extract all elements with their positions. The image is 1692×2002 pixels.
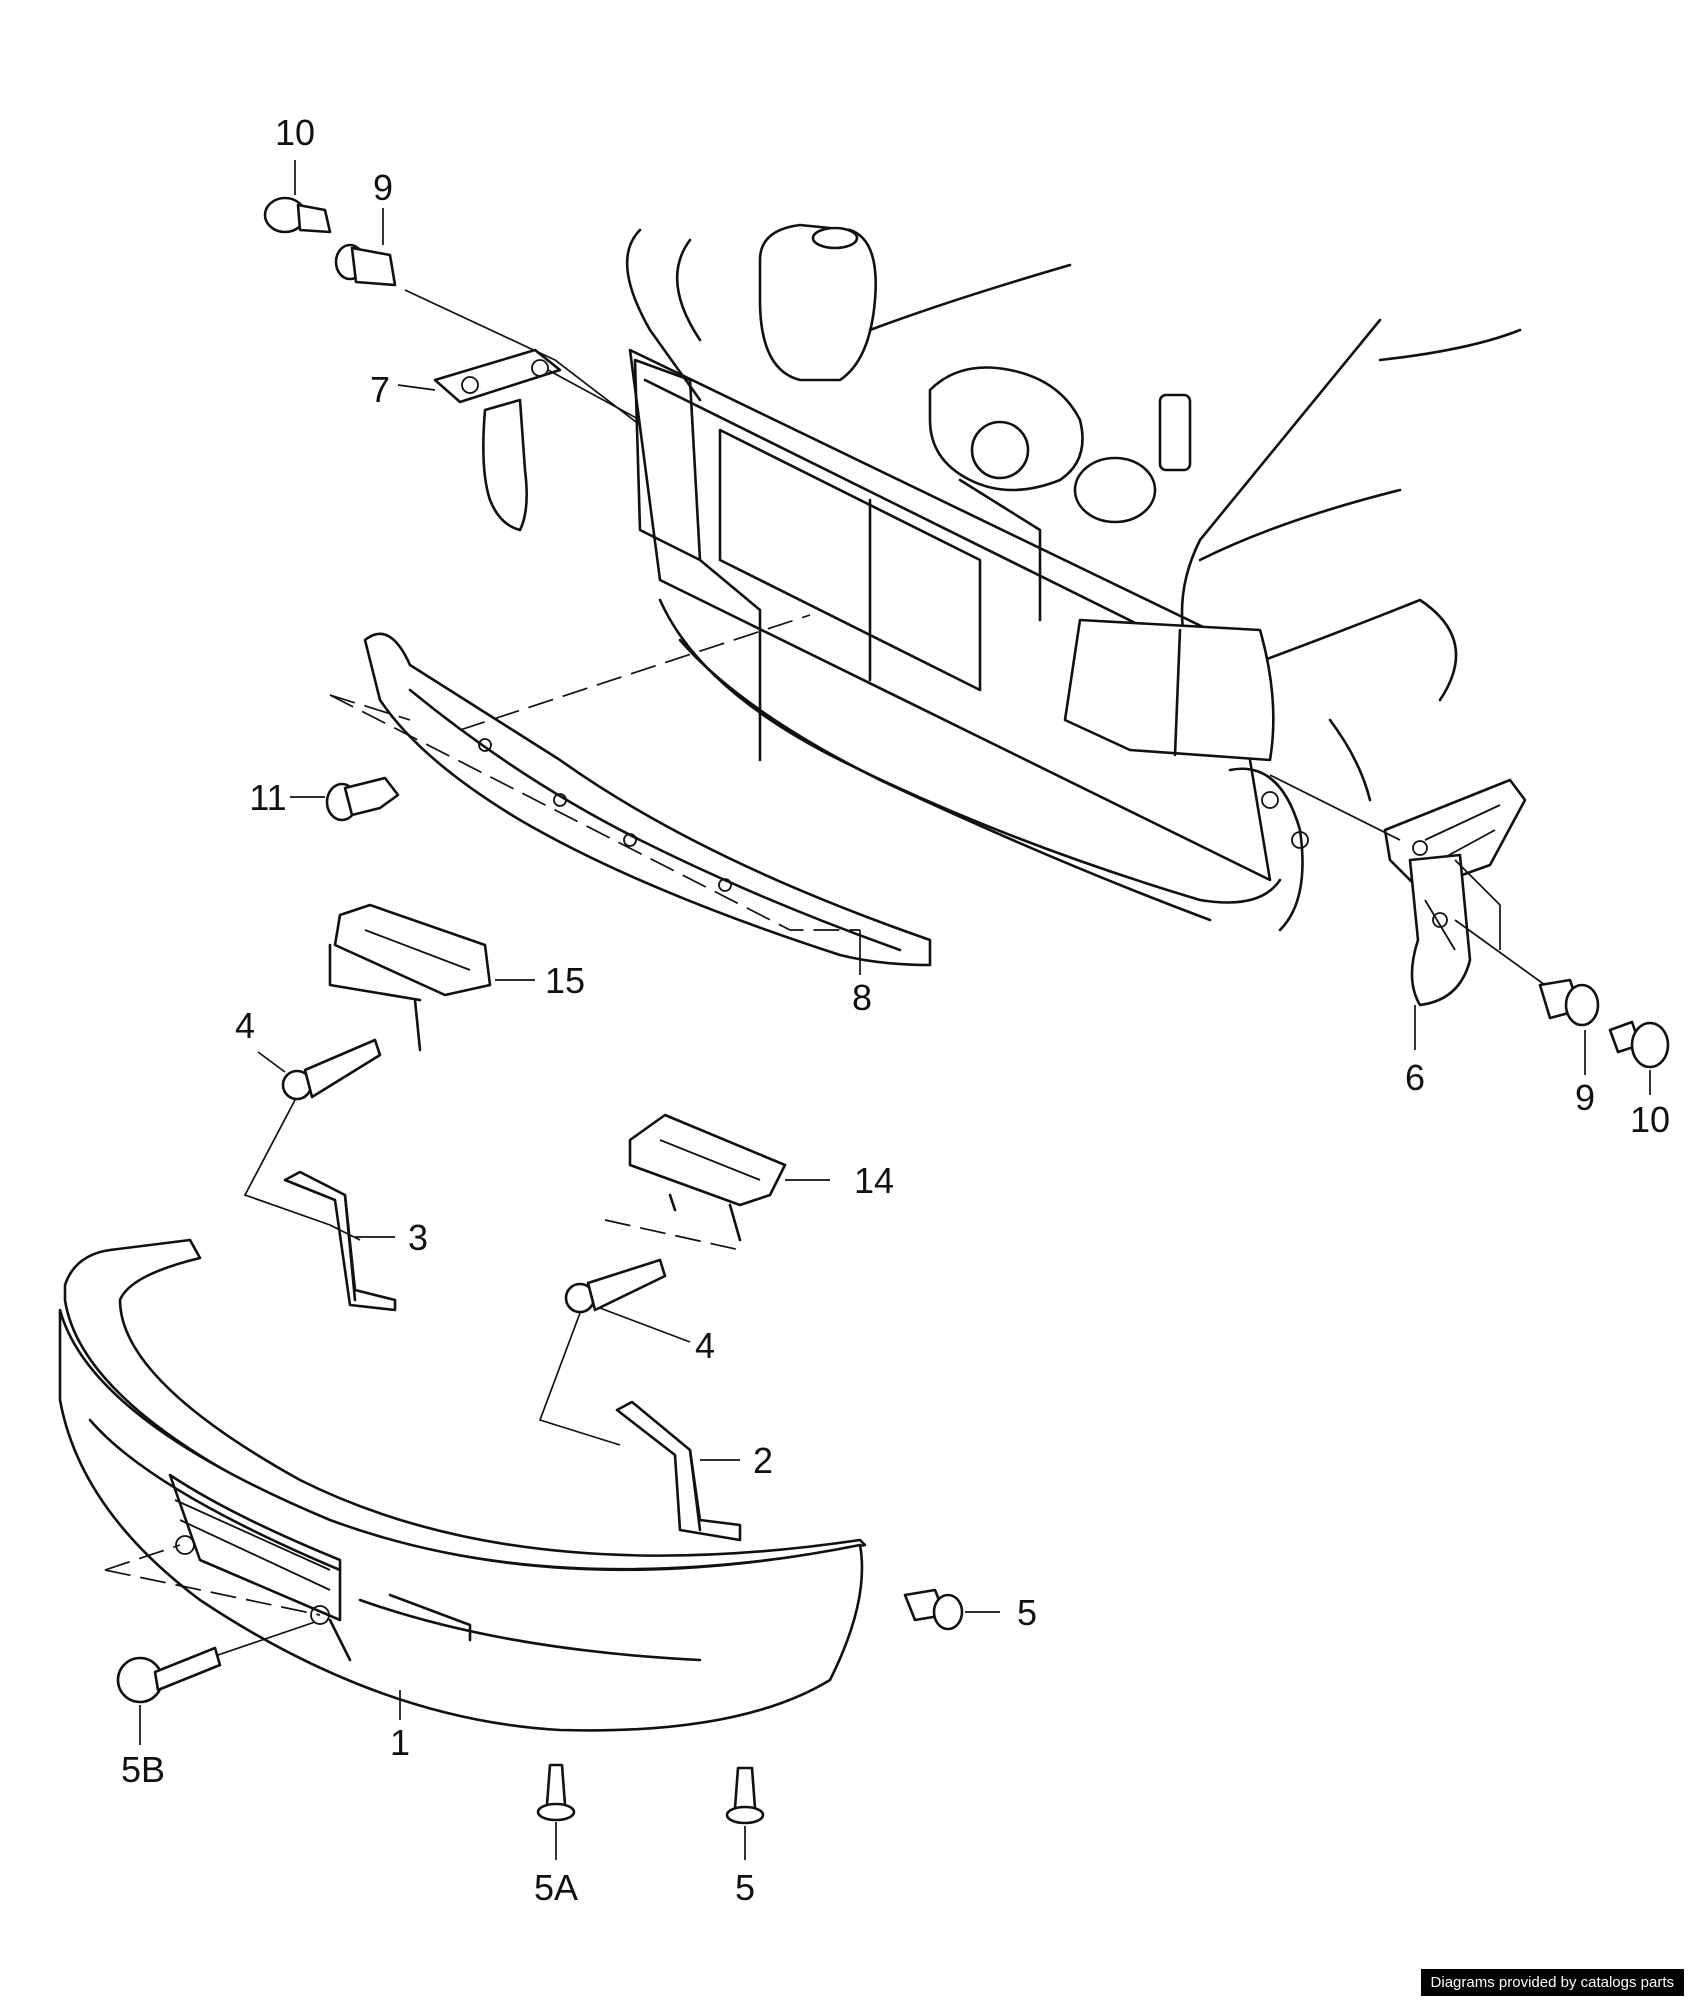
callout-14: 14 bbox=[854, 1160, 894, 1201]
callout-9-right: 9 bbox=[1575, 1077, 1595, 1118]
left-headlight-bracket-part-7 bbox=[433, 348, 562, 532]
leader-lines bbox=[104, 160, 1651, 1860]
bumper-cover-part-1 bbox=[58, 1238, 867, 1732]
callout-15: 15 bbox=[545, 960, 585, 1001]
clip-part-11 bbox=[325, 776, 400, 822]
callout-labels: 10 9 7 11 15 8 4 6 9 10 14 3 4 2 5 1 5B … bbox=[121, 112, 1670, 1908]
bracket-part-3 bbox=[283, 1170, 397, 1312]
callout-2: 2 bbox=[753, 1440, 773, 1481]
callout-10-top: 10 bbox=[275, 112, 315, 153]
bolt-part-5B bbox=[116, 1646, 222, 1704]
screw-part-5-bottom bbox=[725, 1766, 765, 1825]
callout-6: 6 bbox=[1405, 1057, 1425, 1098]
nut-part-9-right bbox=[1538, 978, 1600, 1027]
callout-10-right: 10 bbox=[1630, 1099, 1670, 1140]
callout-5-right: 5 bbox=[1017, 1592, 1037, 1633]
screw-part-5-right bbox=[903, 1588, 964, 1631]
nut-part-9-top bbox=[334, 243, 397, 287]
vehicle-front-assembly bbox=[625, 223, 1522, 932]
bolt-part-4-upper bbox=[281, 1038, 382, 1101]
callout-3: 3 bbox=[408, 1217, 428, 1258]
bumper-guide-part-15 bbox=[328, 903, 492, 1052]
credit-banner: Diagrams provided by catalogs parts bbox=[1420, 1969, 1684, 1996]
clip-part-10-right bbox=[1608, 1020, 1670, 1069]
callout-11: 11 bbox=[249, 777, 286, 818]
callout-8: 8 bbox=[852, 977, 872, 1018]
clip-part-10-top bbox=[263, 196, 332, 234]
callout-4-upper: 4 bbox=[235, 1005, 255, 1046]
callout-4-lower: 4 bbox=[695, 1325, 715, 1366]
callout-9-top: 9 bbox=[373, 167, 393, 208]
right-headlight-bracket-part-6 bbox=[1383, 778, 1527, 1007]
bolt-part-4-lower bbox=[564, 1258, 667, 1314]
screw-part-5A bbox=[536, 1763, 576, 1822]
bumper-carrier-part-8 bbox=[363, 632, 932, 967]
bracket-part-2 bbox=[615, 1400, 742, 1542]
bumper-guide-part-14 bbox=[628, 1113, 787, 1242]
callout-5A: 5A bbox=[534, 1867, 578, 1908]
callout-1: 1 bbox=[390, 1722, 410, 1763]
callout-5B: 5B bbox=[121, 1749, 165, 1790]
callout-7: 7 bbox=[370, 369, 390, 410]
callout-5-bottom: 5 bbox=[735, 1867, 755, 1908]
